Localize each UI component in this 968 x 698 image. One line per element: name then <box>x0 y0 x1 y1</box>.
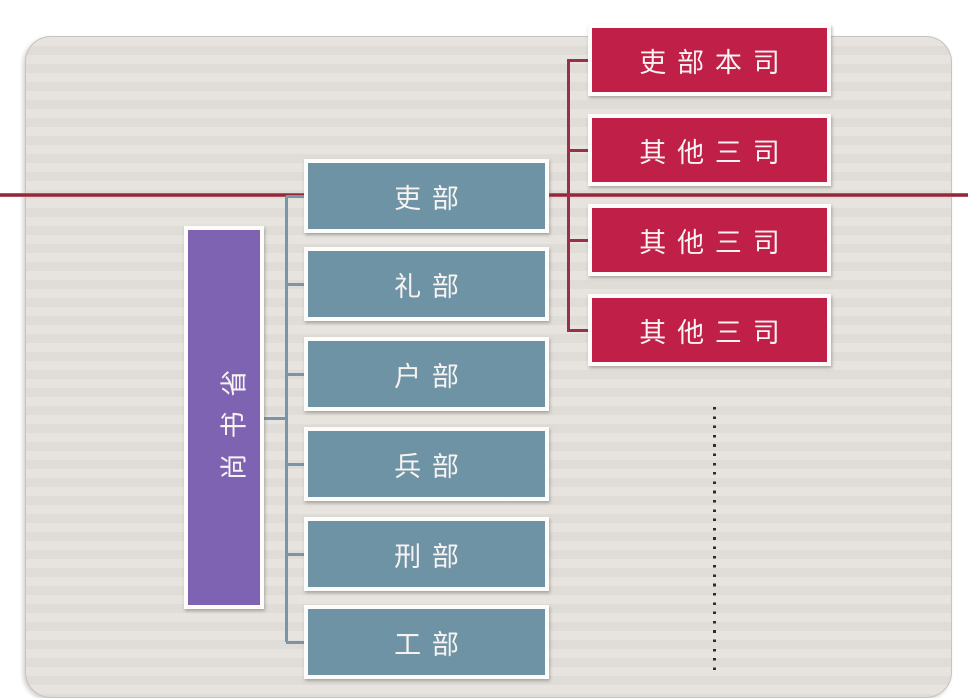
org-node-label: 礼部 <box>394 271 470 303</box>
connector-stub-ministry-6 <box>286 641 308 644</box>
org-node-sub-4: 其他三司 <box>588 294 831 366</box>
bracket-stub-sub-4 <box>567 329 592 332</box>
bracket-stub-sub-3 <box>567 239 592 242</box>
bracket-stub-sub-2 <box>567 149 592 152</box>
org-node-label: 吏部 <box>394 183 470 215</box>
org-node-ministry-2: 礼部 <box>304 247 549 321</box>
org-node-sub-2: 其他三司 <box>588 114 831 186</box>
slide: 尚书省 吏部 礼部 户部 兵部 刑部 工部 吏部本司 其他三司 其他三司 其他三… <box>0 24 968 698</box>
org-node-root: 尚书省 <box>184 226 264 609</box>
connector-stub-ministry-2 <box>286 283 308 286</box>
org-node-label: 工部 <box>394 629 470 661</box>
org-node-label: 兵部 <box>394 451 470 483</box>
org-node-label: 其他三司 <box>639 317 791 349</box>
org-node-ministry-3: 户部 <box>304 337 549 411</box>
connector-stub-ministry-5 <box>286 553 308 556</box>
connector-root-stub <box>260 417 287 420</box>
continuation-dotted-line <box>713 407 716 673</box>
org-node-sub-1: 吏部本司 <box>588 24 831 96</box>
org-node-ministry-1: 吏部 <box>304 159 549 233</box>
connector-stub-ministry-1 <box>286 195 308 198</box>
org-node-ministry-4: 兵部 <box>304 427 549 501</box>
bracket-vertical-line <box>567 59 570 331</box>
org-node-root-label: 尚书省 <box>218 354 250 481</box>
org-node-label: 吏部本司 <box>639 47 791 79</box>
bracket-stub-sub-1 <box>567 59 592 62</box>
org-node-ministry-5: 刑部 <box>304 517 549 591</box>
org-node-label: 其他三司 <box>639 227 791 259</box>
org-node-label: 其他三司 <box>639 137 791 169</box>
org-node-sub-3: 其他三司 <box>588 204 831 276</box>
connector-stub-ministry-4 <box>286 463 308 466</box>
org-node-label: 户部 <box>394 361 470 393</box>
connector-stub-ministry-3 <box>286 373 308 376</box>
org-node-label: 刑部 <box>394 541 470 573</box>
org-node-ministry-6: 工部 <box>304 605 549 679</box>
